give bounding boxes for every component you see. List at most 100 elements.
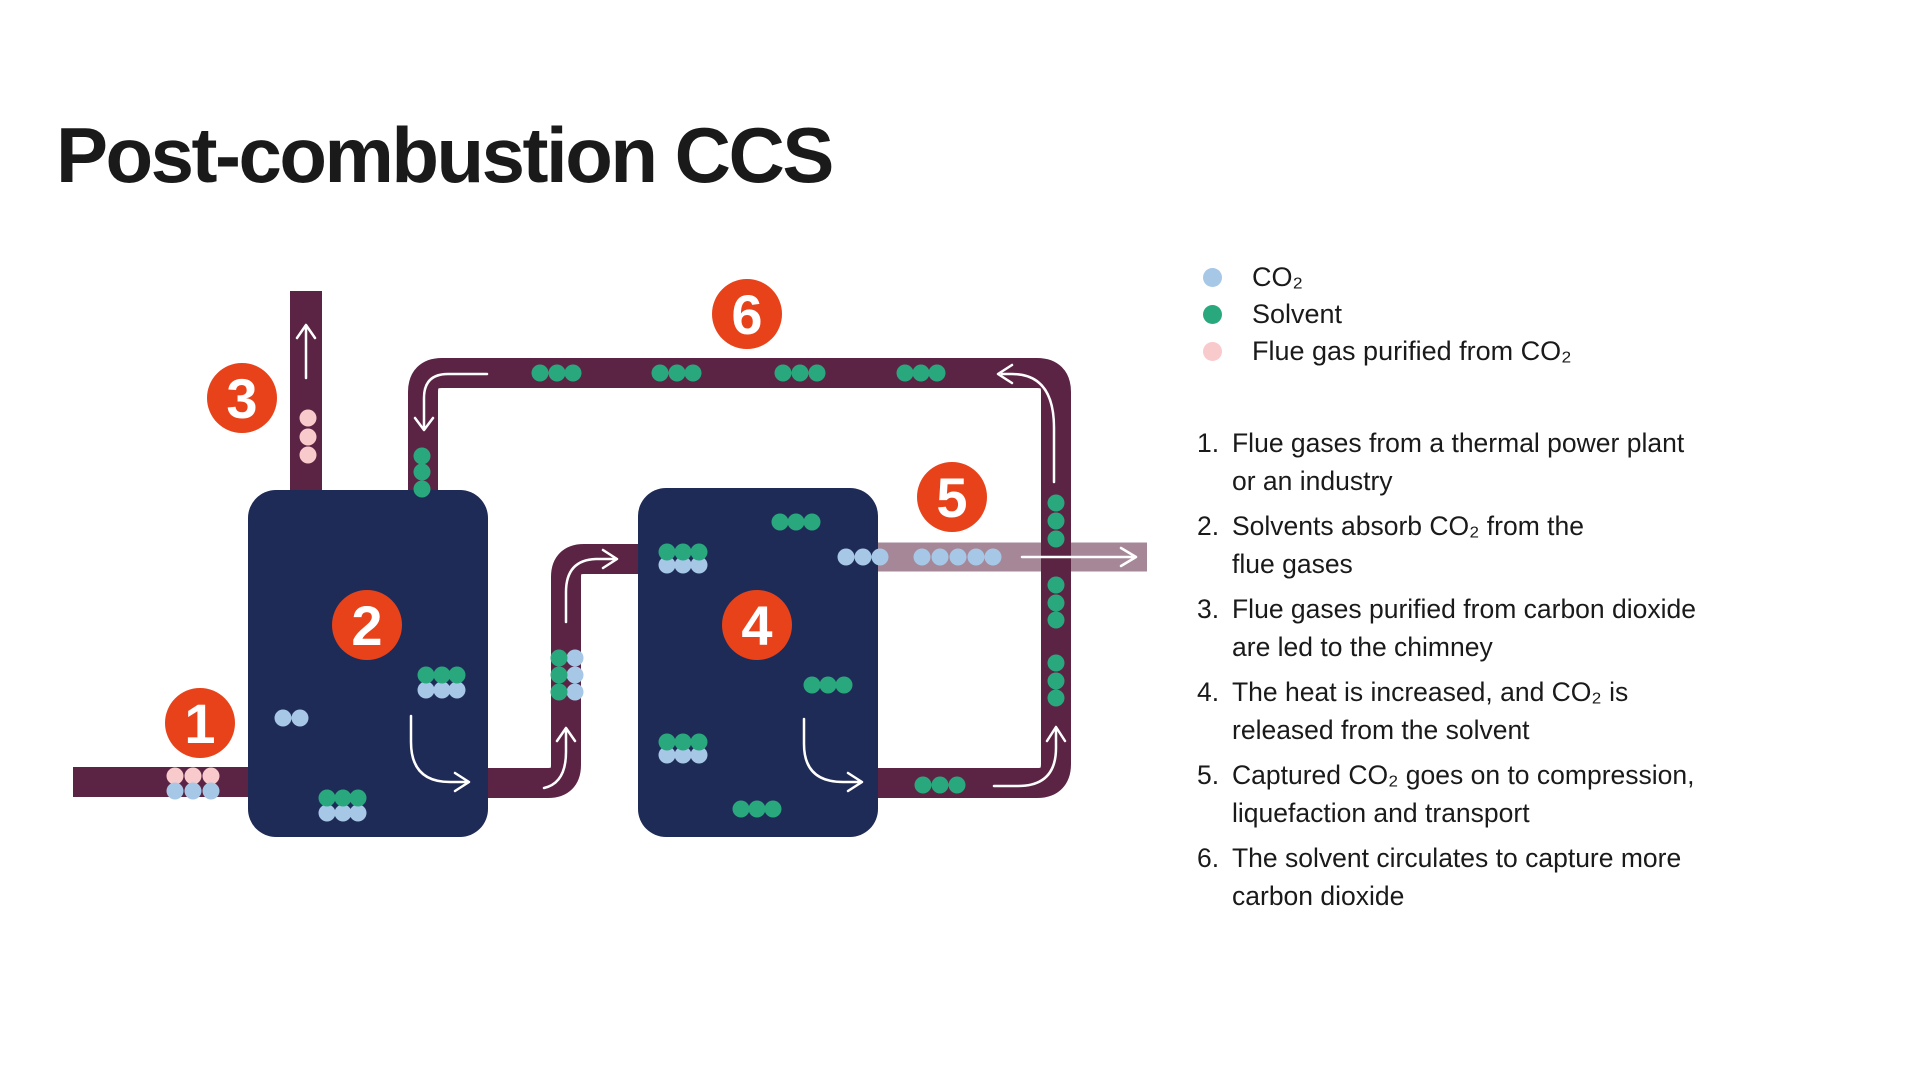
co2-dot bbox=[854, 548, 872, 566]
co2-dot bbox=[871, 548, 889, 566]
step-number: 2. bbox=[1197, 511, 1220, 541]
step-text: Captured CO₂ goes on to compression,liqu… bbox=[1232, 756, 1695, 832]
solvent-dot bbox=[448, 666, 466, 684]
flue-gas-dot bbox=[299, 428, 317, 446]
step-text-line: are led to the chimney bbox=[1232, 632, 1493, 662]
step-text-line: released from the solvent bbox=[1232, 715, 1530, 745]
legend-item-co2: CO₂ bbox=[1203, 259, 1572, 296]
solvent-dot bbox=[732, 800, 750, 818]
badge-number: 1 bbox=[184, 692, 215, 755]
co2-dot bbox=[184, 782, 202, 800]
solvent-dot bbox=[808, 364, 826, 382]
step-item-5: 5. Captured CO₂ goes on to compression,li… bbox=[1197, 756, 1857, 832]
step-item-3: 3.Flue gases purified from carbon dioxid… bbox=[1197, 590, 1857, 666]
solvent-dot bbox=[771, 513, 789, 531]
solvent-dot bbox=[774, 364, 792, 382]
co2-dot bbox=[690, 746, 708, 764]
absorber-tank bbox=[248, 490, 488, 837]
page-title: Post-combustion CCS bbox=[56, 111, 834, 200]
badge-circle bbox=[332, 590, 402, 660]
co2-dot bbox=[349, 804, 367, 822]
riser-up-arrow bbox=[542, 726, 577, 790]
badge-circle bbox=[917, 462, 987, 532]
co2-dot bbox=[967, 548, 985, 566]
badge-circle bbox=[207, 363, 277, 433]
step-number: 4. bbox=[1197, 677, 1220, 707]
step-badge-5: 5 bbox=[917, 462, 987, 532]
solvent-dot bbox=[1047, 512, 1065, 530]
solvent-loop-pipe bbox=[408, 358, 1071, 798]
solvent-dot bbox=[413, 480, 431, 498]
step-badge-3: 3 bbox=[207, 363, 277, 433]
badge-number: 6 bbox=[731, 283, 762, 346]
co2-dot bbox=[931, 548, 949, 566]
solvent-dot bbox=[748, 800, 766, 818]
solvent-dot bbox=[413, 447, 431, 465]
solvent-dot bbox=[1047, 654, 1065, 672]
step-item-2: 2. Solvents absorb CO₂ from the flue gases bbox=[1197, 507, 1857, 583]
co2-dot bbox=[913, 548, 931, 566]
flue-gas-dot bbox=[299, 409, 317, 427]
step-badge-1: 1 bbox=[165, 688, 235, 758]
stripper-tank bbox=[638, 488, 878, 837]
co2-dot bbox=[658, 746, 676, 764]
solvent-dot bbox=[548, 364, 566, 382]
co2-dot bbox=[448, 681, 466, 699]
solvent-dot bbox=[413, 463, 431, 481]
step-item-6: 6. The solvent circulates to capture more… bbox=[1197, 839, 1857, 915]
solvent-dot bbox=[417, 666, 435, 684]
solvent-dot bbox=[896, 364, 914, 382]
return-left-arrow bbox=[996, 363, 1056, 484]
chimney-up-arrow bbox=[295, 323, 317, 380]
step-text: Solvents absorb CO₂ from the flue gases bbox=[1232, 507, 1584, 583]
solvent-dot bbox=[658, 733, 676, 751]
step-text-line: liquefaction and transport bbox=[1232, 798, 1530, 828]
solvent-dot bbox=[1047, 672, 1065, 690]
dots-layer bbox=[166, 364, 1065, 822]
badge-number: 4 bbox=[741, 594, 772, 657]
legend-label: CO₂ bbox=[1252, 262, 1303, 292]
step-text-line: The solvent circulates to capture more bbox=[1232, 843, 1682, 873]
step-text-line: Solvents absorb CO₂ from the bbox=[1232, 511, 1584, 541]
solvent-dot bbox=[931, 776, 949, 794]
solvent-dot bbox=[914, 776, 932, 794]
solvent-dot bbox=[668, 364, 686, 382]
co2-dot bbox=[837, 548, 855, 566]
legend-label: Flue gas purified from CO₂ bbox=[1252, 336, 1572, 366]
solvent-dot bbox=[658, 543, 676, 561]
solvent-dot bbox=[550, 666, 568, 684]
solvent-dot bbox=[948, 776, 966, 794]
absorber-exit-arrow bbox=[409, 714, 471, 793]
step-badge-6: 6 bbox=[712, 279, 782, 349]
legend-item-solvent: Solvent bbox=[1203, 296, 1572, 333]
riser-right-arrow bbox=[564, 548, 619, 624]
co2-dot bbox=[949, 548, 967, 566]
flue-gas-dot bbox=[166, 767, 184, 785]
badge-number: 3 bbox=[226, 367, 257, 430]
step-text-line: flue gases bbox=[1232, 549, 1353, 579]
solvent-dot bbox=[684, 364, 702, 382]
legend-item-flue_gas: Flue gas purified from CO₂ bbox=[1203, 333, 1572, 370]
solvent-dot bbox=[564, 364, 582, 382]
solvent-dot bbox=[531, 364, 549, 382]
solvent-dot bbox=[803, 513, 821, 531]
co2-dot bbox=[690, 556, 708, 574]
flow-arrows bbox=[295, 323, 1138, 793]
step-number: 5. bbox=[1197, 760, 1220, 790]
solvent-dot bbox=[764, 800, 782, 818]
solvent-dot bbox=[550, 683, 568, 701]
step-number: 1. bbox=[1197, 428, 1220, 458]
co2-dot bbox=[334, 804, 352, 822]
stripper-exit-arrow bbox=[802, 717, 864, 793]
step-number: 6. bbox=[1197, 843, 1220, 873]
solvent-dot bbox=[791, 364, 809, 382]
solvent-dot bbox=[1047, 689, 1065, 707]
solvent-dot bbox=[1047, 594, 1065, 612]
